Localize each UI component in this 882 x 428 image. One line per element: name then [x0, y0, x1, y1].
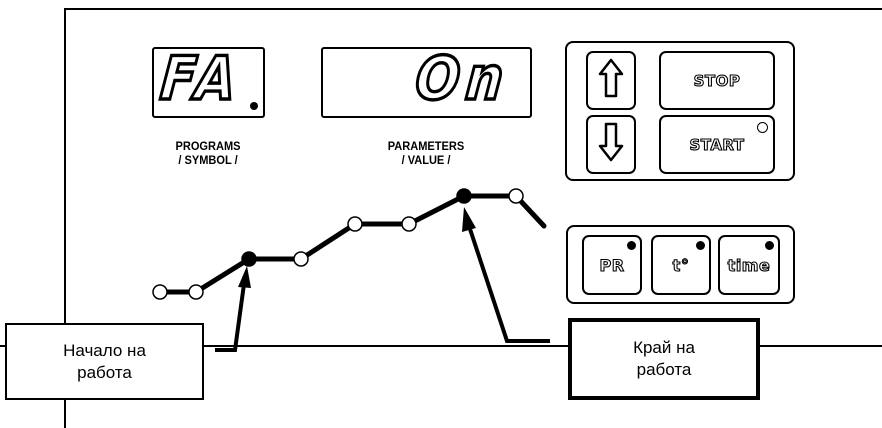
down-arrow-icon — [598, 122, 624, 167]
profile-point-4 — [293, 251, 309, 267]
stop-button-label: STOP — [693, 71, 741, 90]
start-button-label: START — [689, 135, 745, 154]
parameter-display: On — [321, 43, 532, 118]
end-of-work-callout: Край на работа — [568, 318, 760, 400]
start-pointer-arrowhead — [238, 266, 251, 288]
device-panel-frame — [64, 8, 882, 428]
pr-indicator-led — [627, 241, 636, 250]
start-button[interactable]: START — [659, 115, 775, 174]
start-of-work-callout: Начало на работа — [5, 323, 204, 400]
program-display: FA — [152, 43, 265, 118]
program-display-label: PROGRAMS / SYMBOL / — [148, 139, 268, 167]
down-button[interactable] — [586, 115, 636, 174]
profile-point-2 — [188, 284, 204, 300]
program-display-decimal-point — [250, 102, 258, 110]
mode-panel: PR t° time — [566, 225, 795, 304]
time-button[interactable]: time — [718, 235, 780, 295]
profile-point-end-active — [456, 188, 472, 204]
end-callout-line1: Край на — [633, 338, 695, 357]
start-indicator-led — [757, 122, 768, 133]
control-panel: STOP START — [565, 41, 795, 181]
parameter-label-line2: / VALUE / — [401, 153, 451, 167]
time-indicator-led — [765, 241, 774, 250]
profile-point-8 — [508, 188, 524, 204]
start-callout-line1: Начало на — [63, 340, 146, 360]
start-pointer-line — [215, 283, 246, 352]
profile-point-5 — [347, 216, 363, 232]
end-pointer-line — [467, 225, 550, 343]
stop-button[interactable]: STOP — [659, 51, 775, 110]
program-label-line1: PROGRAMS — [175, 139, 241, 153]
profile-point-6 — [401, 216, 417, 232]
parameter-label-line1: PARAMETERS — [387, 139, 465, 153]
profile-point-start-active — [241, 251, 257, 267]
parameter-display-label: PARAMETERS / VALUE / — [366, 139, 486, 167]
end-callout-line2: работа — [636, 360, 692, 379]
up-arrow-icon — [598, 58, 624, 103]
end-pointer-arrowhead — [462, 207, 476, 232]
program-label-line2: / SYMBOL / — [178, 153, 238, 167]
temperature-button[interactable]: t° — [651, 235, 711, 295]
profile-point-1 — [152, 284, 168, 300]
start-callout-line2: работа — [77, 362, 132, 382]
time-button-label: time — [727, 255, 771, 275]
temperature-button-label: t° — [672, 255, 690, 275]
program-profile-diagram — [152, 188, 550, 352]
pr-button[interactable]: PR — [582, 235, 642, 295]
base-line — [0, 345, 882, 347]
up-button[interactable] — [586, 51, 636, 110]
temperature-indicator-led — [696, 241, 705, 250]
pr-button-label: PR — [599, 255, 625, 275]
